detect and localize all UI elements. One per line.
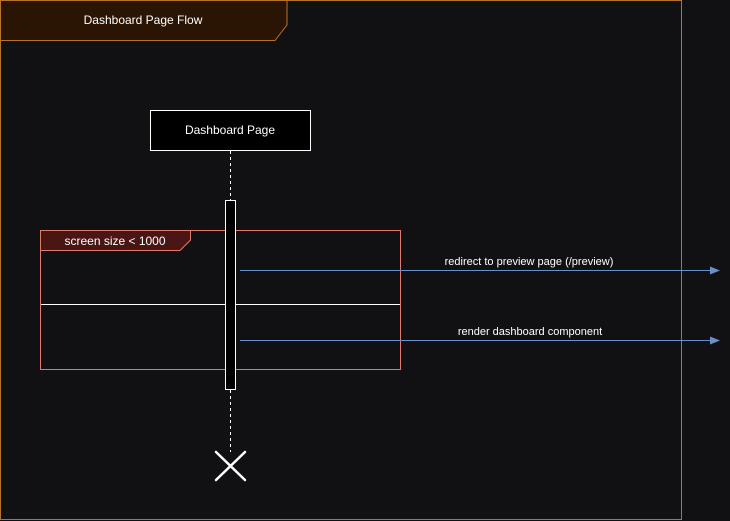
message-redirect-to-preview[interactable]: redirect to preview page (/preview): [240, 256, 720, 275]
alt-fragment-condition: screen size < 1000: [64, 234, 165, 248]
frame-title: Dashboard Page Flow: [84, 13, 203, 27]
diagram-frame: [0, 0, 682, 520]
lifeline-destroy-icon: [214, 450, 247, 482]
alt-fragment: screen size < 1000: [40, 230, 401, 370]
message-label: redirect to preview page (/preview): [445, 256, 614, 268]
frame-title-tab: Dashboard Page Flow: [0, 0, 288, 41]
lifeline-header-box[interactable]: [150, 110, 311, 151]
activation-bar: [225, 200, 236, 390]
alt-fragment-box: [40, 230, 401, 370]
alt-fragment-label-tab: [40, 230, 191, 251]
message-render-dashboard-component[interactable]: render dashboard component: [240, 326, 720, 345]
lifeline-label: Dashboard Page: [185, 123, 275, 137]
lifeline-dashboard-page[interactable]: Dashboard Page: [150, 110, 311, 151]
message-label: render dashboard component: [458, 326, 602, 338]
